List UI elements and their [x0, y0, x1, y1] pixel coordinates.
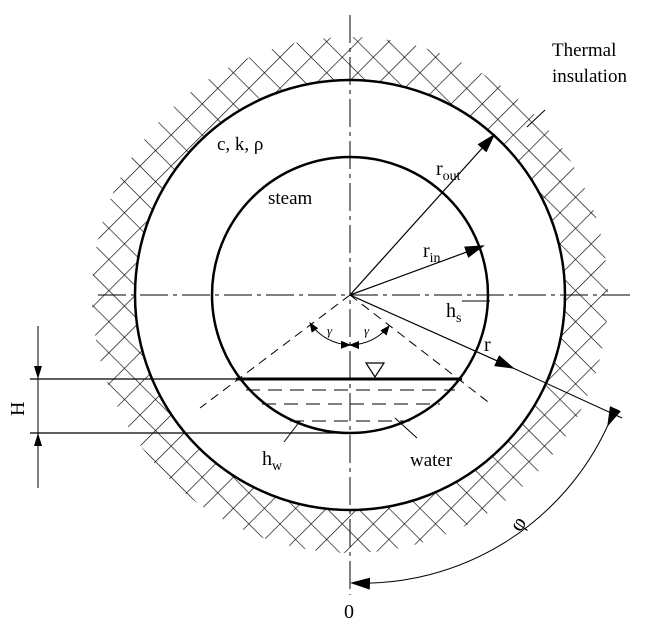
h-arrow-top — [34, 366, 42, 379]
h-w-leader-line — [283, 420, 301, 443]
r-label: r — [484, 334, 491, 356]
h-w-label: hw — [262, 448, 283, 474]
h-height-label: H — [7, 402, 29, 416]
material-properties-label: c, k, ρ — [217, 134, 263, 155]
r-in-radius-arrow — [349, 245, 485, 296]
phi-angle-arc — [350, 406, 621, 590]
steam-label: steam — [268, 188, 313, 209]
water-label: water — [410, 450, 453, 471]
gamma-right-label: γ — [364, 323, 370, 338]
r-radius-arrow — [349, 294, 515, 369]
water-leader-line — [394, 417, 418, 439]
insulation-leader-line — [526, 109, 546, 128]
r-out-label: rout — [436, 158, 461, 184]
h-arrow-bottom — [34, 433, 42, 446]
zero-label: 0 — [344, 601, 354, 623]
gamma-right-arc — [349, 325, 390, 349]
r-in-label: rin — [423, 240, 441, 266]
water-level-marker — [364, 362, 386, 379]
gamma-left-construction-line — [199, 294, 351, 409]
thermal-insulation-label-line1: Thermal — [552, 40, 616, 61]
thermal-insulation-label-line2: insulation — [552, 66, 627, 87]
h-s-label: hs — [446, 300, 461, 326]
gamma-left-label: γ — [327, 323, 333, 338]
r-out-radius-arrow — [349, 133, 496, 296]
gamma-left-arc — [309, 322, 351, 349]
